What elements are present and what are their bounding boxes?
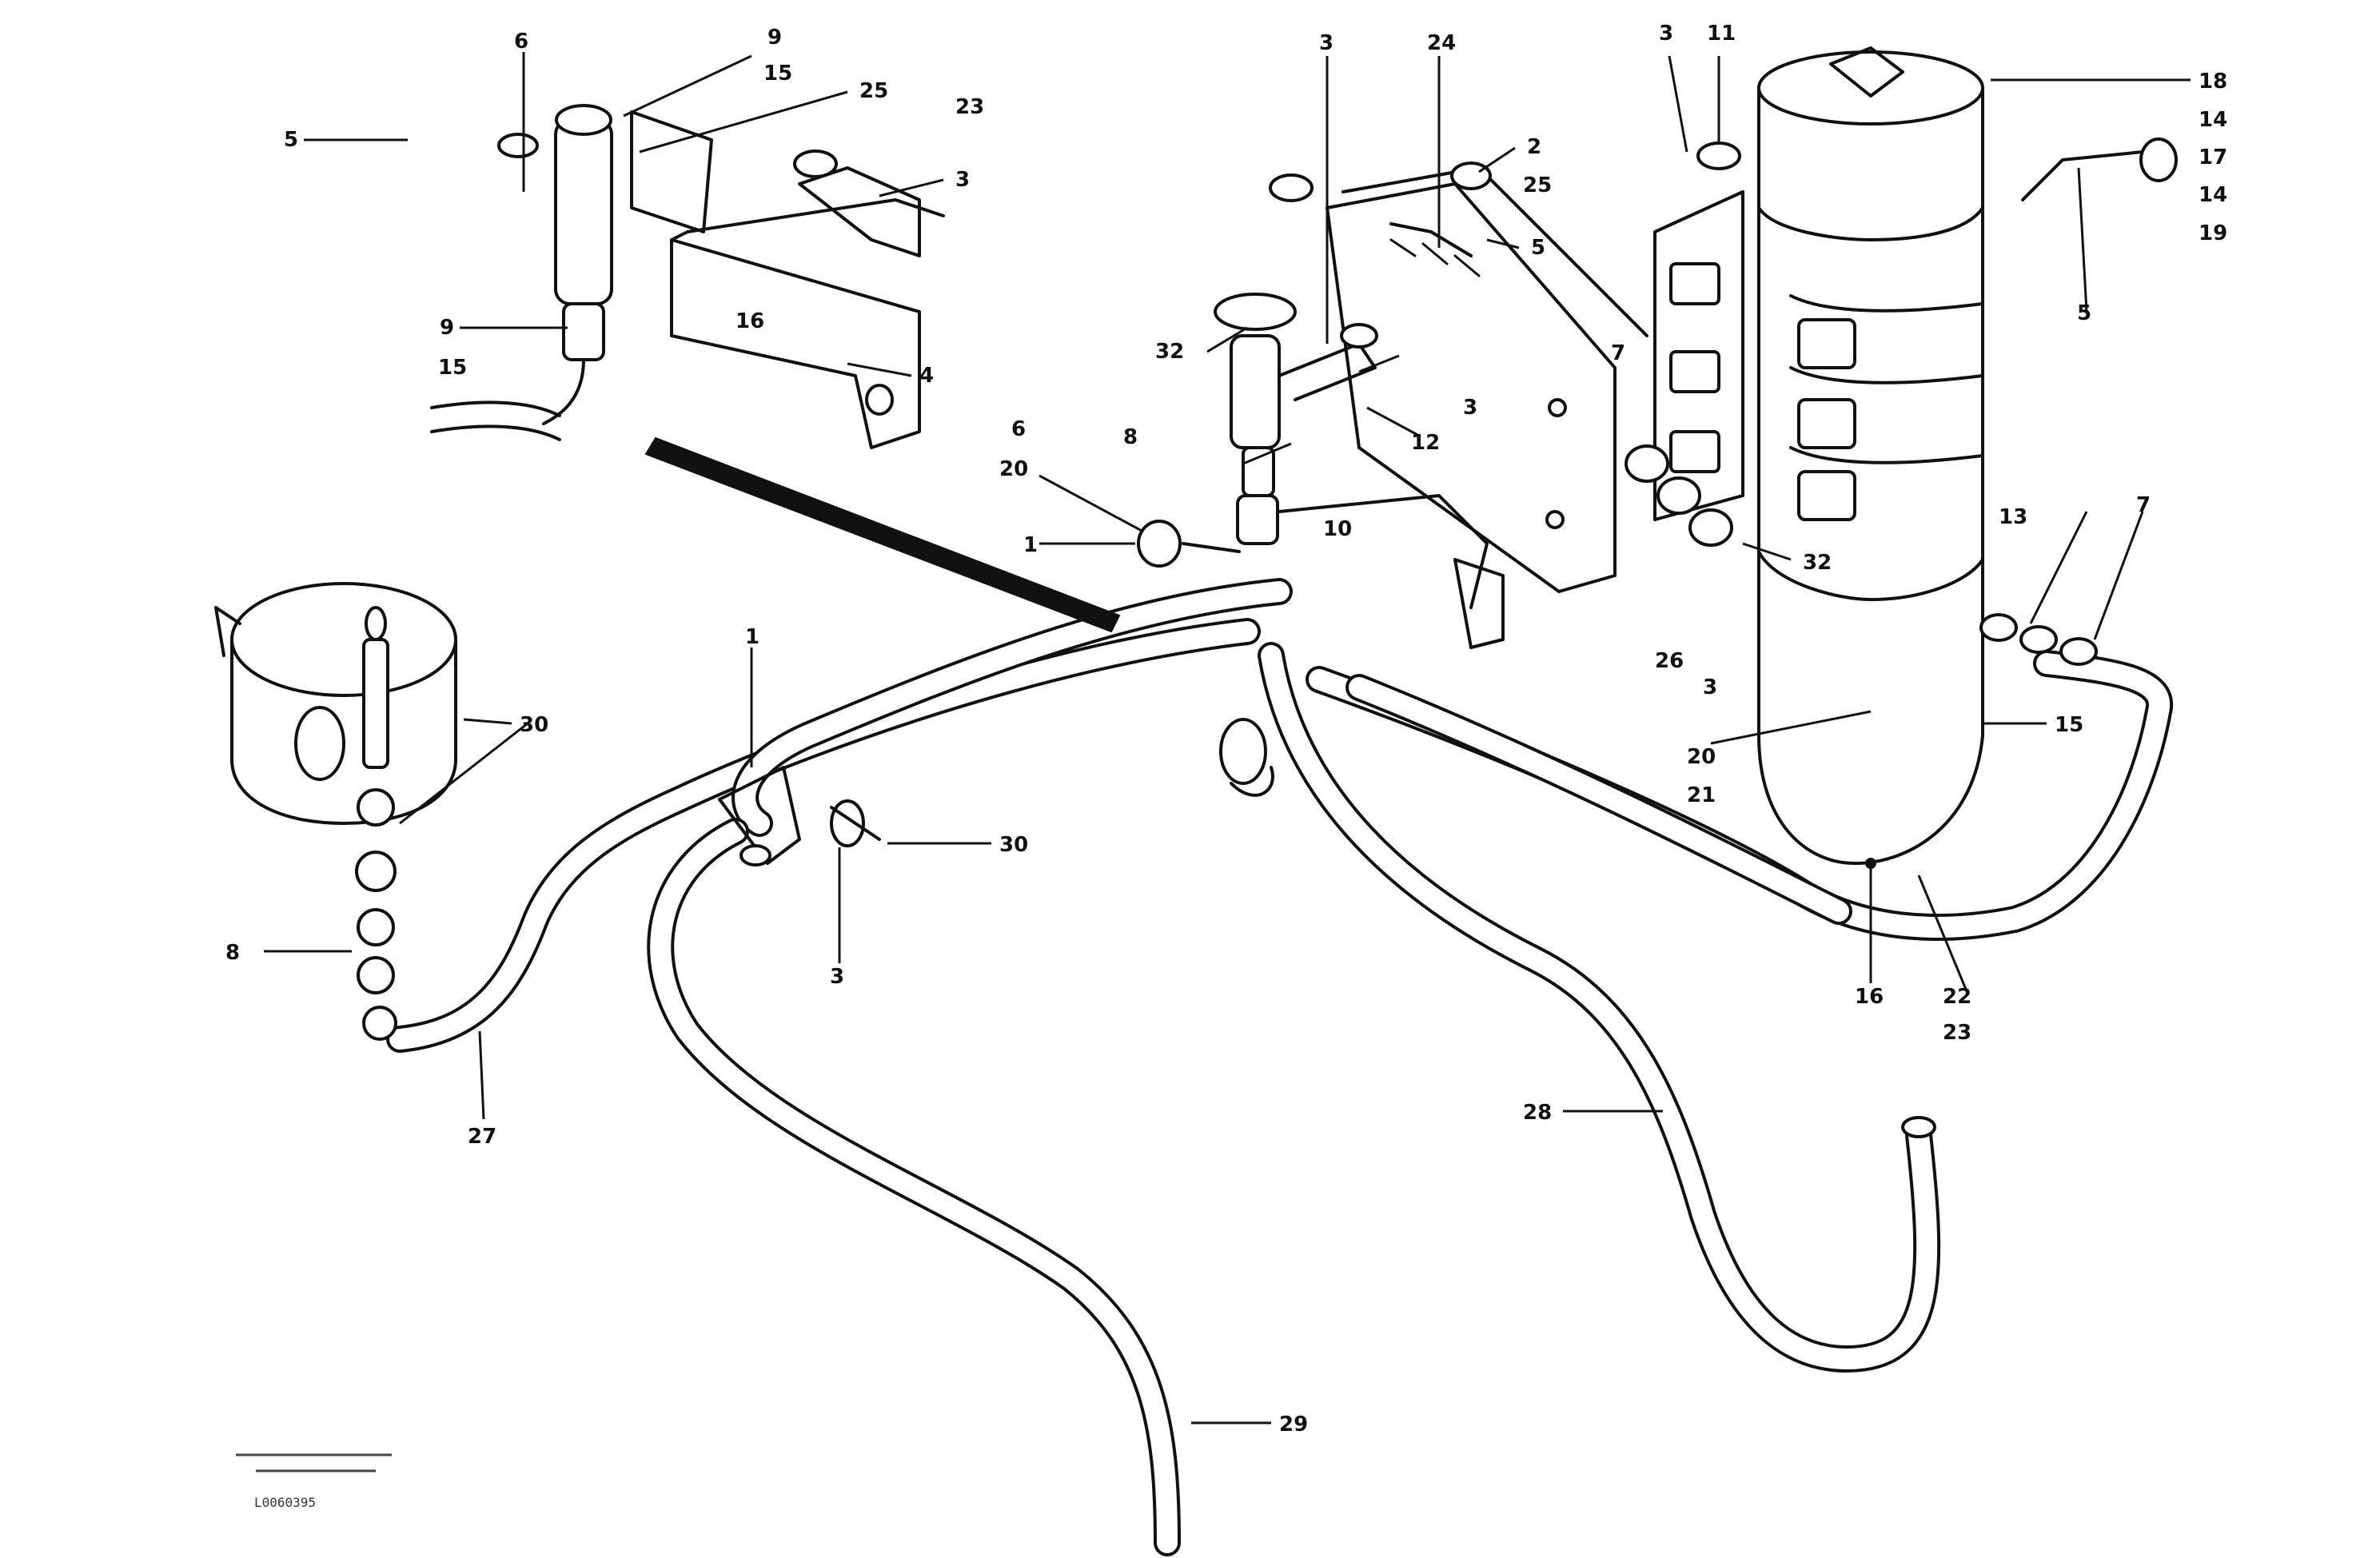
callout-14: 14 <box>2199 108 2227 132</box>
callout-22: 22 <box>1943 985 1971 1009</box>
hose-end-fitting <box>1901 1116 1936 1138</box>
callout-17: 17 <box>2199 145 2227 169</box>
callout-15: 15 <box>763 62 792 86</box>
drawing-reference: L0060395 <box>236 1453 392 1510</box>
callout-25-b: 25 <box>1523 173 1552 197</box>
callout-25: 25 <box>859 79 888 103</box>
callout-26: 26 <box>1655 649 1684 673</box>
callout-5-b: 5 <box>1531 236 1545 260</box>
callout-3-f: 3 <box>830 965 844 989</box>
callout-14-b: 14 <box>2199 183 2227 207</box>
hose-clamp-left <box>718 766 881 867</box>
callout-9: 9 <box>767 26 782 50</box>
callout-30-b: 30 <box>999 833 1028 857</box>
callout-30: 30 <box>520 713 548 737</box>
callout-16-b: 16 <box>1855 985 1884 1009</box>
callout-6-b: 6 <box>1011 417 1026 441</box>
callout-5-c: 5 <box>2077 301 2091 325</box>
callout-21: 21 <box>1687 783 1716 807</box>
callout-27: 27 <box>468 1125 496 1149</box>
callout-3-b: 3 <box>1319 31 1334 55</box>
callout-23: 23 <box>955 95 984 119</box>
fuel-filter-assembly <box>1625 46 2178 869</box>
callout-labels: 6 9 15 5 25 23 3 9 15 16 4 3 24 2 25 5 3… <box>225 22 2227 1436</box>
callout-1-b: 1 <box>745 625 759 649</box>
callout-28: 28 <box>1523 1101 1552 1125</box>
callout-9-b: 9 <box>440 316 454 340</box>
callout-3-c: 3 <box>1659 22 1673 46</box>
callout-20-b: 20 <box>1687 745 1716 769</box>
callout-4: 4 <box>919 364 934 388</box>
callout-7: 7 <box>1611 341 1625 365</box>
hose-lines <box>386 578 2173 1556</box>
callout-5: 5 <box>284 128 298 152</box>
callout-29: 29 <box>1279 1413 1308 1436</box>
upper-left-bracket-assembly <box>430 104 945 449</box>
callout-7-b: 7 <box>2136 493 2151 517</box>
callout-3-d: 3 <box>1463 396 1477 420</box>
callout-12: 12 <box>1411 431 1440 455</box>
callout-20: 20 <box>999 457 1028 481</box>
callout-15-b: 15 <box>438 356 467 380</box>
callout-23-b: 23 <box>1943 1021 1971 1045</box>
callout-8: 8 <box>1123 425 1138 449</box>
callout-3-a: 3 <box>955 168 970 192</box>
callout-19: 19 <box>2199 221 2227 245</box>
callout-24: 24 <box>1427 31 1456 55</box>
callout-15-c: 15 <box>2055 713 2083 737</box>
drawing-number: L0060395 <box>254 1495 316 1510</box>
callout-1: 1 <box>1023 533 1038 557</box>
callout-2: 2 <box>1527 135 1541 159</box>
callout-32-b: 32 <box>1803 551 1832 575</box>
callout-8-b: 8 <box>225 941 240 965</box>
callout-6: 6 <box>514 30 528 54</box>
callout-16: 16 <box>736 309 764 333</box>
fuel-tank-assembly <box>214 582 457 1041</box>
assembly-pointer-bar <box>644 436 1121 633</box>
callout-10: 10 <box>1323 517 1352 541</box>
leader-lines <box>264 52 2191 1425</box>
callout-13: 13 <box>1999 505 2027 529</box>
callout-18: 18 <box>2199 70 2227 94</box>
center-mounting-plate <box>1269 161 1648 593</box>
callout-3-e: 3 <box>1703 675 1717 699</box>
callout-11: 11 <box>1707 22 1736 46</box>
callout-32: 32 <box>1155 340 1184 364</box>
